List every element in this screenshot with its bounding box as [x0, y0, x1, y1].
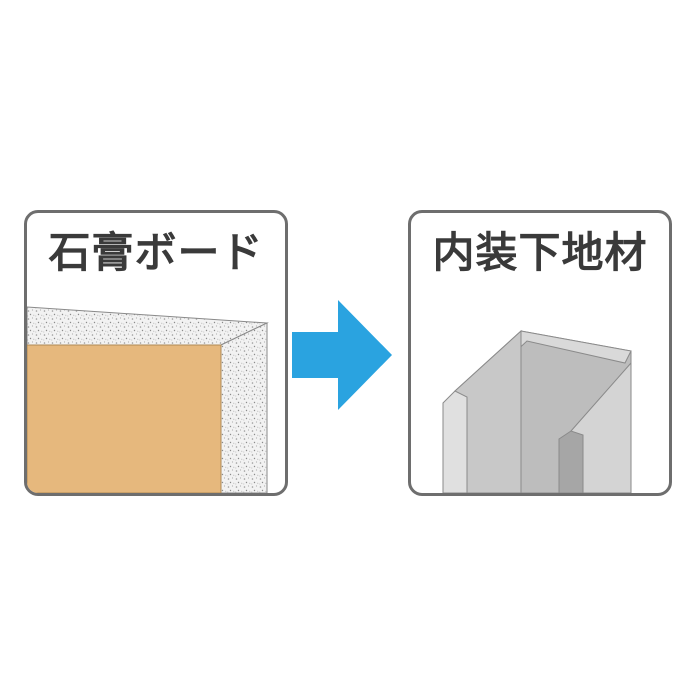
- gypsum-board-panel: 石膏ボード: [24, 210, 288, 496]
- interior-base-material-panel: 内装下地材: [408, 210, 672, 496]
- stud-right-lip: [558, 430, 584, 493]
- panel-title-interior-base-material: 内装下地材: [432, 228, 648, 277]
- board-face: [27, 344, 222, 493]
- board-side-edge: [220, 322, 268, 493]
- steel-stud-illustration: [442, 329, 632, 493]
- board-top-edge: [27, 306, 269, 346]
- panel-title-gypsum-board: 石膏ボード: [48, 228, 264, 277]
- arrow-right-icon: [292, 300, 392, 410]
- gypsum-board-illustration: [27, 306, 269, 493]
- stud-left-lip: [442, 390, 468, 493]
